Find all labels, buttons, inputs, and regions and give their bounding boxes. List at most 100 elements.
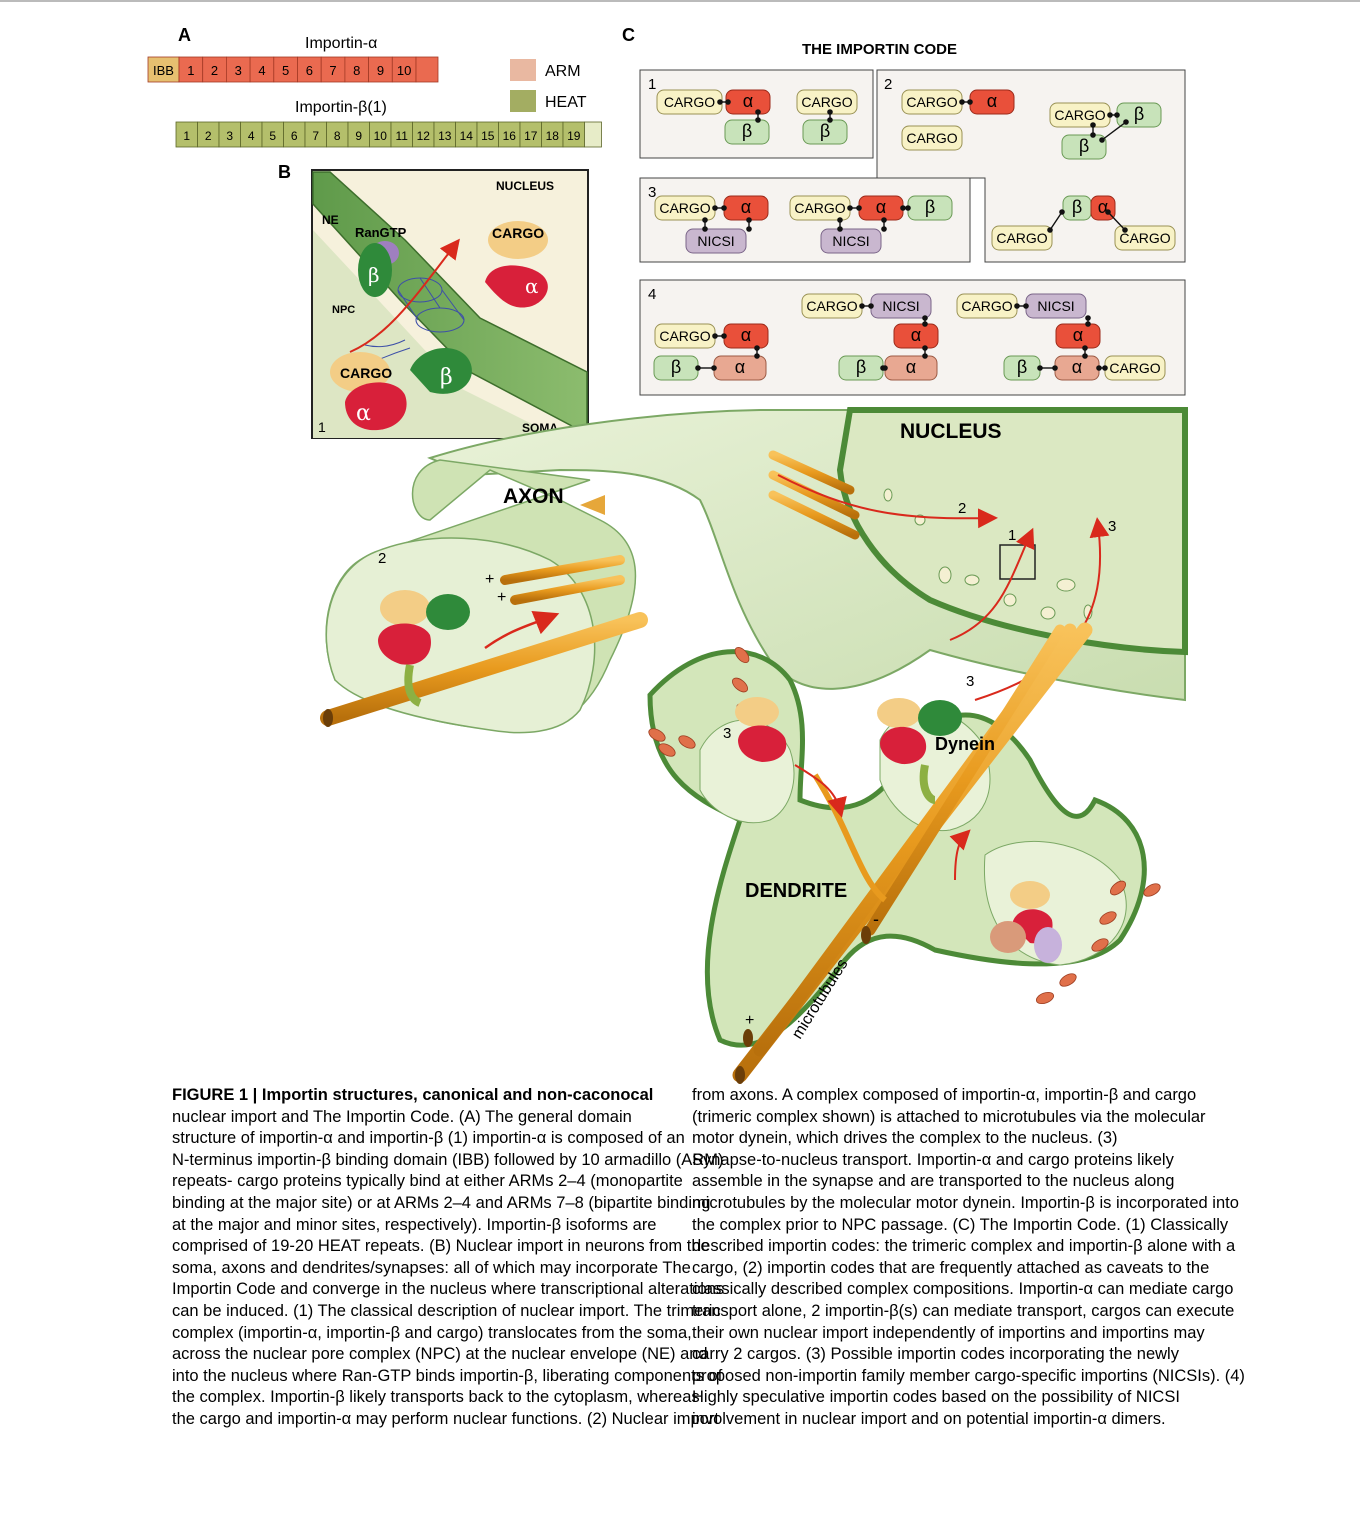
caption-left-line-5: repeats- cargo proteins typically bind a… [172, 1172, 683, 1191]
code-link-dot [922, 321, 928, 327]
beta-segment-label: 10 [374, 129, 388, 143]
beta-segment-label: 5 [269, 129, 276, 143]
code-node-cargo-label: CARGO [659, 200, 710, 216]
caption-left-line-4: N-terminus importin-β binding domain (IB… [172, 1150, 724, 1169]
axon-direction-arrow [580, 495, 605, 515]
beta-segment-label: 4 [248, 129, 255, 143]
code-link-dot [721, 333, 727, 339]
code-link-dot [754, 345, 760, 351]
dendrite-minus: - [873, 909, 879, 929]
beta-segment-label: 11 [396, 129, 409, 143]
code-node-alpha-label: α [911, 325, 921, 345]
code-node-beta-label: β [1134, 104, 1144, 124]
code-node-cargo-label: CARGO [806, 298, 857, 314]
code-link-dot [1085, 315, 1091, 321]
code-link-dot [1085, 321, 1091, 327]
figure-caption: FIGURE 1 | Importin structures, canonica… [172, 1085, 1352, 1517]
legend-heat-swatch [510, 90, 536, 112]
synapse-dynein [919, 764, 936, 804]
caption-left-line-14: into the nucleus where Ran-GTP binds imp… [172, 1366, 723, 1385]
code-node-alpha [1055, 323, 1101, 349]
caption-left-line-11: can be induced. (1) The classical descri… [172, 1301, 721, 1320]
dendrite-microtubules [732, 622, 1093, 1084]
code-node-cargo [901, 125, 963, 151]
caption-left-line-2: nuclear import and The Importin Code. (A… [172, 1107, 632, 1126]
soma-to-nucleus-arrow [949, 527, 1035, 641]
caption-left-line-9: soma, axons and dendrites/synapses: all … [172, 1258, 691, 1277]
caption-left-line-15: the complex. Importin-β likely transport… [172, 1388, 700, 1407]
beta-segment-label: 14 [460, 129, 474, 143]
code-node-nicsi-label: NICSI [1037, 298, 1074, 314]
code-link-dot [827, 117, 833, 123]
code-node-alpha-label: α [1073, 325, 1083, 345]
caption-right-line-6: microtubules by the molecular motor dyne… [692, 1193, 1239, 1212]
code-node-cargo-label: CARGO [1119, 230, 1170, 246]
code-node-beta [802, 119, 848, 145]
code-link [1049, 211, 1063, 231]
beta-shape-soma [410, 348, 472, 394]
code-link-dot [1014, 303, 1020, 309]
dynein-label: Dynein [935, 734, 995, 754]
code-box-4-number: 4 [648, 286, 656, 303]
dendrite-label: DENDRITE [745, 880, 847, 902]
code-node-alpha-label: α [743, 91, 753, 111]
code-link-dot [712, 333, 718, 339]
beta-segment-label: 7 [312, 129, 319, 143]
code-link-dot [837, 226, 843, 232]
code-link-dot [1082, 353, 1088, 359]
caption-left-line-16: the cargo and importin-α may perform nuc… [172, 1409, 719, 1428]
code-link-dot [1082, 345, 1088, 351]
code-node-beta [724, 119, 770, 145]
code-node-arm-label: α [735, 357, 745, 377]
caption-left-line-3: structure of importin-α and importin-β (… [172, 1129, 685, 1148]
alpha-symbol-soma: α [356, 401, 371, 426]
code-link-dot [959, 99, 965, 105]
code-link-dot [1096, 365, 1102, 371]
beta-segment-label: 9 [355, 129, 362, 143]
code-link-dot [868, 303, 874, 309]
cargo-shape-soma [330, 352, 390, 392]
code-link-dot [754, 353, 760, 359]
code-link-dot [695, 365, 701, 371]
code-link-dot [967, 99, 973, 105]
alpha-segment-label: 3 [235, 63, 242, 78]
code-node-cargo-label: CARGO [1054, 107, 1105, 123]
alpha-segment-label: 4 [258, 63, 265, 78]
code-link-dot [725, 99, 731, 105]
caption-right-line-3: motor dynein, which drives the complex t… [692, 1129, 1118, 1148]
nucleus-step-2: 2 [958, 500, 966, 517]
soma-microtubules [768, 450, 860, 540]
code-node-nicsi-label: NICSI [882, 298, 919, 314]
axon-beta [426, 594, 470, 630]
caption-right-line-1: from axons. A complex composed of import… [692, 1086, 1197, 1104]
dendrite-step-3b: 3 [966, 673, 974, 690]
code-link-dot [1122, 227, 1128, 233]
caption-right-line-8: described importin codes: the trimeric c… [692, 1237, 1236, 1256]
axon-microtubules [320, 555, 648, 727]
beta-symbol-soma: β [440, 365, 453, 390]
code-link-dot [1090, 132, 1096, 138]
axon-dynein [404, 664, 422, 707]
code-node-cargo [1114, 225, 1176, 251]
caption-left-line-8: comprised of 19-20 HEAT repeats. (B) Nuc… [172, 1237, 710, 1256]
code-node-nicsi [685, 228, 747, 254]
importin-beta-title: Importin-β(1) [295, 99, 387, 116]
code-node-cargo-label: CARGO [801, 94, 852, 110]
panel-c-label: C [622, 25, 635, 45]
nucleus-step-1: 1 [1008, 527, 1016, 544]
caption-left-line-12: complex (importin-α, importin-β and carg… [172, 1323, 692, 1342]
caption-right-line-2: (trimeric complex shown) is attached to … [692, 1107, 1206, 1126]
cargo-label-nucleus: CARGO [492, 225, 544, 241]
code-link-dot [712, 205, 718, 211]
beta-symbol-nucleus: β [368, 263, 380, 287]
beta-segment-label: 19 [567, 129, 581, 143]
code-link-dot [859, 303, 865, 309]
code-link-dot [755, 117, 761, 123]
code-link-dot [702, 226, 708, 232]
caption-right-line-9: cargo, (2) importin codes that are frequ… [692, 1258, 1210, 1277]
code-link-dot [905, 205, 911, 211]
legend-arm-swatch [510, 59, 536, 81]
legend-arm-label: ARM [545, 63, 581, 80]
code-link-dot [1023, 303, 1029, 309]
code-link-dot [1059, 209, 1065, 215]
